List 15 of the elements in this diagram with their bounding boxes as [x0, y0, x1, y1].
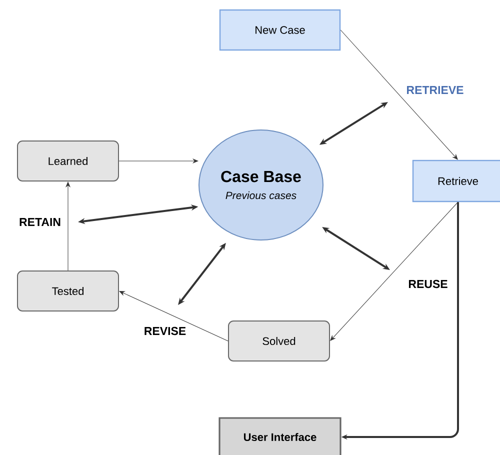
phase-label: RETRIEVE — [407, 86, 464, 94]
process-box: Retrieve — [412, 160, 500, 202]
arrow — [330, 202, 458, 341]
step-box: Tested — [17, 270, 119, 312]
interface-box: User Interface — [218, 417, 342, 455]
phase-label: RETAIN — [20, 218, 60, 226]
phase-label: REUSE — [408, 280, 448, 288]
step-box: Learned — [17, 140, 119, 182]
arrow — [66, 182, 70, 271]
phase-label: REVISE — [144, 326, 186, 336]
arrow — [119, 291, 228, 342]
process-box: New Case — [219, 9, 341, 51]
arrow — [340, 30, 458, 160]
step-box: Solved — [228, 320, 330, 362]
arrow — [118, 158, 198, 164]
